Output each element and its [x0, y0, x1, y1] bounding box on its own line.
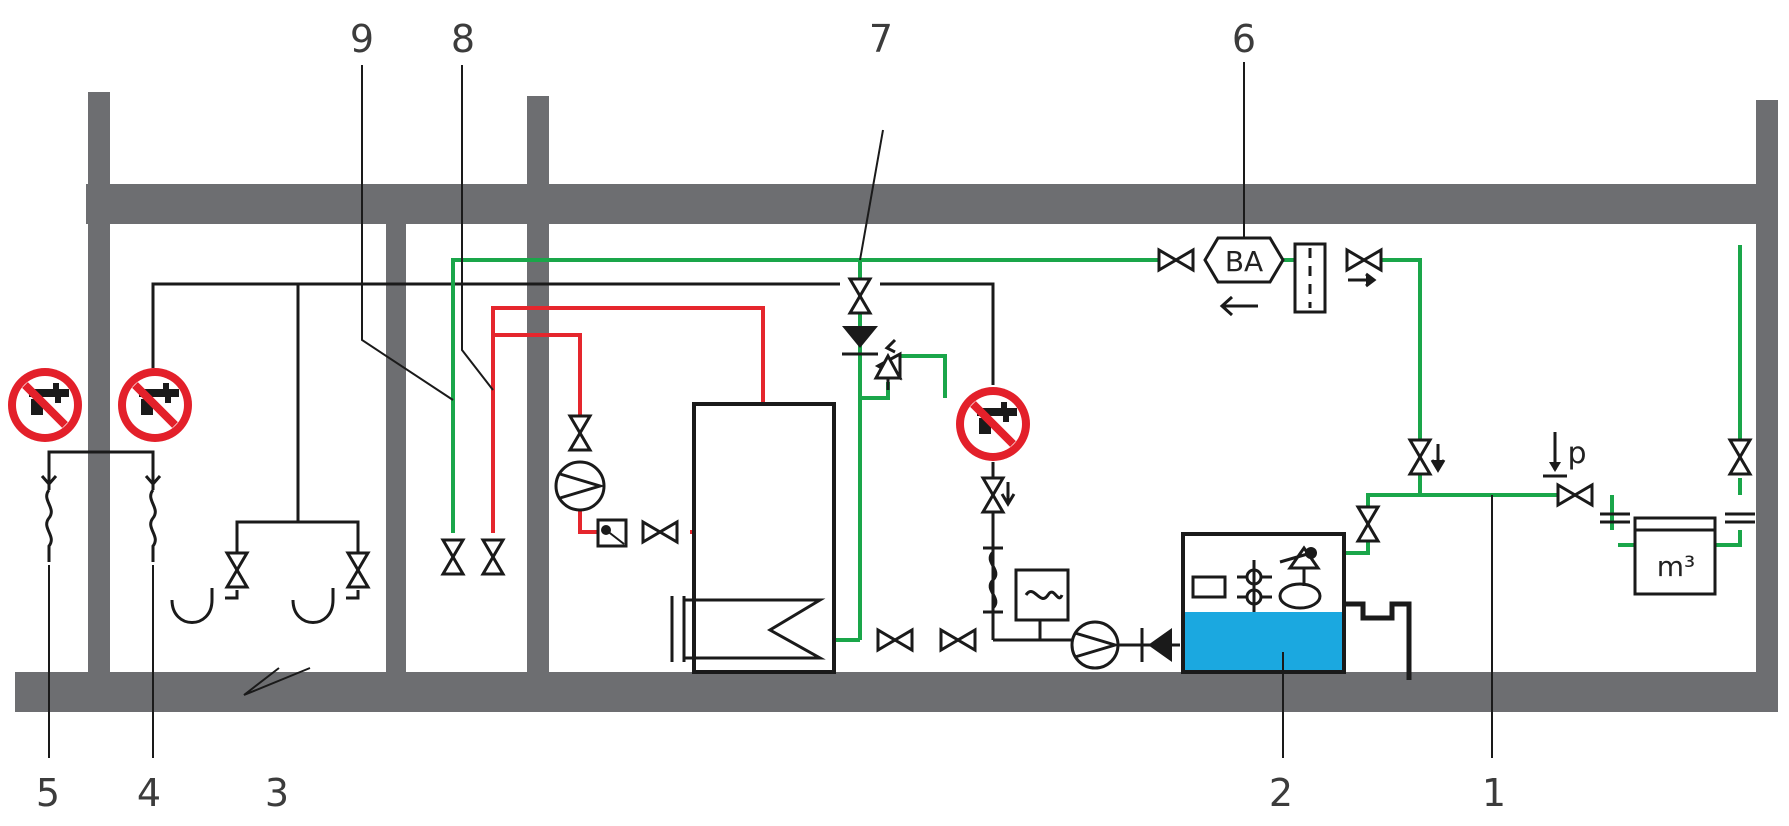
rainwater-supply-lines: [47, 282, 1075, 642]
callout-6: 6: [1232, 17, 1256, 61]
gate-valve-icon: [568, 414, 592, 452]
no-drinking-water-sign-icon: [956, 387, 1030, 461]
check-valve-icon: [1118, 628, 1180, 662]
callout-3: 3: [265, 771, 289, 815]
callout-2: 2: [1269, 771, 1293, 815]
gate-valve-icon: [1356, 505, 1380, 543]
callout-7: 7: [869, 17, 893, 61]
gate-valve-icon: [481, 538, 505, 576]
callout-9: 9: [350, 17, 374, 61]
gate-valve-icon: [1345, 248, 1383, 272]
svg-text:p: p: [1567, 436, 1586, 471]
no-drinking-water-sign-icon: [8, 368, 82, 442]
hot-water-cylinder-icon: [670, 402, 836, 674]
gate-valve-icon: [1157, 248, 1195, 272]
pressure-indicator: p: [1543, 432, 1587, 478]
no-drinking-water-sign-icon: [8, 368, 82, 442]
gate-valve-icon: [346, 551, 370, 589]
no-drinking-water-sign-icon: [956, 387, 1030, 461]
hose-connections: [40, 470, 162, 562]
gate-valve-icon: [641, 520, 679, 544]
potable-water-lines: [451, 245, 1742, 642]
building-structure: [15, 92, 1778, 712]
free-outlet-icon: [1293, 242, 1327, 314]
callout-leaders: [48, 62, 1493, 758]
backflow-preventer-icon: BA: [1203, 236, 1285, 317]
svg-text:m³: m³: [1657, 550, 1696, 583]
callout-1: 1: [1482, 771, 1506, 815]
water-meter-icon: m³: [1600, 512, 1755, 596]
check-valve-icon: [842, 326, 878, 356]
gate-valve-icon: [981, 476, 1005, 514]
callout-5: 5: [36, 771, 60, 815]
no-drinking-water-sign-icon: [118, 368, 192, 442]
garden-taps: [170, 588, 360, 624]
gate-valve-icon: [225, 551, 249, 589]
safety-valve-icon: [873, 338, 903, 390]
pump-icon: [1070, 620, 1121, 670]
no-drinking-water-sign-icon: [118, 368, 192, 442]
gate-valve-icon: [848, 277, 872, 315]
mixing-valve-icon: [596, 518, 628, 548]
flex-hose: [983, 546, 1003, 614]
pump-icon: [554, 460, 606, 512]
gate-valve-icon: [441, 538, 465, 576]
callout-4: 4: [137, 771, 161, 815]
gate-valve-icon: [1728, 438, 1752, 476]
gate-valve-icon: [1408, 438, 1432, 476]
filter-icon: [1014, 568, 1070, 640]
gate-valve-icon: [1556, 483, 1594, 507]
storage-tank-icon: [1181, 532, 1412, 680]
callout-8: 8: [451, 17, 475, 61]
svg-text:BA: BA: [1225, 245, 1263, 278]
